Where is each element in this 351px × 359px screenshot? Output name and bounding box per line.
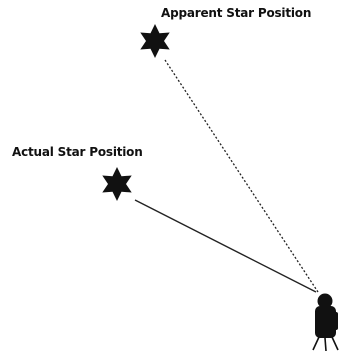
- apparent-star-label: Apparent Star Position: [161, 6, 311, 20]
- apparent-sightline: [165, 60, 318, 292]
- actual-star-icon: [102, 167, 131, 201]
- apparent-star-icon: [140, 24, 169, 58]
- observer-person-icon: [313, 294, 338, 352]
- actual-star-label: Actual Star Position: [12, 145, 143, 159]
- actual-light-ray: [135, 200, 316, 292]
